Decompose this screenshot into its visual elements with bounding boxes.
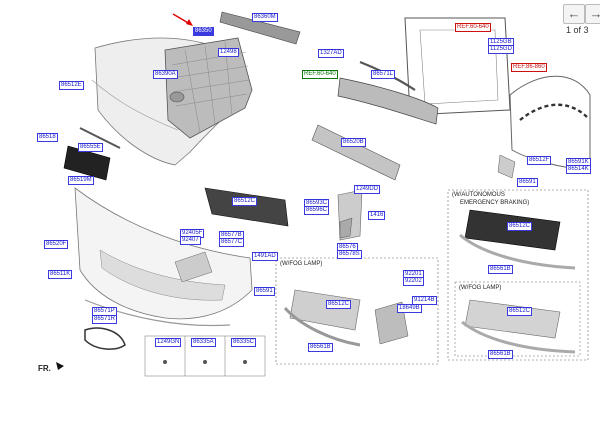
callout-86512f[interactable]: 86512F (527, 156, 552, 165)
callout-86350[interactable]: 86350 (193, 27, 214, 36)
callout-86390a[interactable]: 86390A (153, 70, 178, 79)
callout-86577c[interactable]: 86577C (219, 238, 245, 247)
callout-91214b[interactable]: 91214B (412, 296, 437, 305)
callout-1327ad[interactable]: 1327AD (318, 49, 344, 58)
lower-bumper-opening (99, 249, 226, 301)
callout-86578s[interactable]: 86578S (337, 250, 362, 259)
fascia-lower-edge (91, 79, 179, 131)
bumper-skid-strip (84, 299, 231, 327)
fog-lamp-note-2: (W/FOG LAMP) (459, 285, 502, 291)
radiator-grille (164, 37, 253, 139)
grille-cover-strip (219, 11, 301, 45)
energy-absorber (311, 124, 401, 181)
callout-86512c-fog[interactable]: 86512C (326, 300, 352, 309)
front-arrow-icon (56, 362, 64, 370)
impact-beam (337, 77, 439, 125)
callout-86571l[interactable]: 86571L (371, 70, 396, 79)
aeb-box (447, 189, 589, 361)
callout-86512e[interactable]: 86512E (59, 81, 84, 90)
callout-86335a[interactable]: 86335A (191, 338, 216, 347)
callout-ref60-640-a[interactable]: REF.60-640 (302, 70, 338, 79)
callout-1416[interactable]: 1416 (368, 211, 386, 220)
callout-86596c[interactable]: 86596C (304, 206, 330, 215)
center-lower-grille (204, 187, 289, 227)
callout-1249dd[interactable]: 1249DD (354, 185, 381, 194)
callout-92407[interactable]: 92407 (180, 236, 201, 245)
callout-ref60-640-b[interactable]: REF.60-640 (455, 23, 491, 32)
callout-86561b-fog2[interactable]: 86561B (488, 350, 513, 359)
callout-12498[interactable]: 12498 (218, 48, 239, 57)
license-bracket (63, 145, 111, 181)
aeb-note-line2: EMERGENCY BRAKING) (460, 200, 530, 206)
aeb-note-line1: (W/AUTONOMOUS (452, 192, 505, 198)
small-clip (497, 154, 516, 179)
callout-86512c-aeb[interactable]: 86512C (507, 222, 533, 231)
callout-86520b[interactable]: 86520B (341, 138, 366, 147)
callout-86511k[interactable]: 86511K (48, 270, 73, 279)
callout-ref86-860[interactable]: REF.86-860 (511, 63, 547, 72)
callout-86561b-aeb[interactable]: 86561B (488, 265, 513, 274)
callout-86555e[interactable]: 86555E (78, 143, 103, 152)
page-indicator: 1 of 3 (566, 25, 589, 35)
callout-1249gn[interactable]: 1249GN (155, 338, 182, 347)
callout-86514k[interactable]: 86514K (566, 165, 591, 174)
front-direction-label: FR. (38, 364, 51, 373)
emblem (169, 91, 185, 103)
callout-86591-b[interactable]: 86591 (517, 178, 538, 187)
side-bracket-small (339, 217, 353, 239)
lower-trim-ring (84, 327, 126, 350)
callout-92202[interactable]: 92202 (403, 277, 424, 286)
fog-surround (174, 251, 213, 283)
moulding-strip (79, 127, 121, 149)
callout-1491ad[interactable]: 1491AD (252, 252, 278, 261)
callout-86519m[interactable]: 86519M (68, 176, 94, 185)
callout-1125gd[interactable]: 1125GD (488, 45, 514, 54)
callout-86518[interactable]: 86518 (37, 133, 58, 142)
callout-18649b[interactable]: 18649B (397, 304, 422, 313)
callout-86561b-fog[interactable]: 86561B (308, 343, 333, 352)
front-end-carrier (404, 17, 511, 116)
callout-86512c-fog2[interactable]: 86512C (507, 307, 533, 316)
fog-lamp-note: (W/FOG LAMP) (280, 261, 323, 267)
callout-86512c-top[interactable]: 86512C (232, 197, 258, 206)
callout-86571r[interactable]: 86571R (92, 315, 118, 324)
callout-86520f[interactable]: 86520F (44, 240, 69, 249)
callout-86591-a[interactable]: 86591 (254, 287, 275, 296)
next-page-button[interactable]: → (585, 4, 600, 24)
callout-86335c[interactable]: 86335C (231, 338, 257, 347)
prev-page-button[interactable]: ← (563, 4, 585, 24)
callout-86360m[interactable]: 86360M (252, 13, 278, 22)
